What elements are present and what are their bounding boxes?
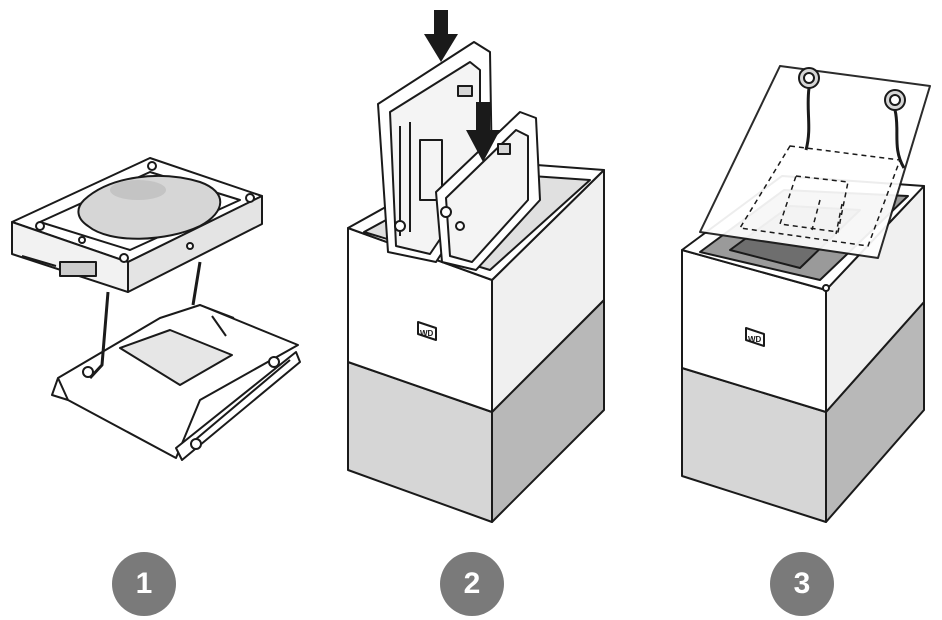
step-3-illustration: WD	[681, 65, 931, 523]
step-number-badge-2: 2	[440, 552, 504, 616]
step-number-badge-1: 1	[112, 552, 176, 616]
step-1-illustration	[11, 157, 301, 461]
thumbscrew-icon	[884, 89, 906, 169]
enclosure-lid	[699, 65, 931, 259]
drive-tray	[51, 261, 301, 461]
arrow-down-icon	[466, 102, 500, 162]
arrow-down-icon	[424, 10, 458, 62]
thumbscrew-icon	[798, 67, 820, 151]
wd-logo-step-3: WD	[748, 335, 762, 344]
step-2-illustration: WD	[347, 10, 605, 523]
step-number-badge-3: 3	[770, 552, 834, 616]
drive-carrier-b	[435, 111, 541, 271]
wd-logo-step-2: WD	[420, 329, 434, 338]
hard-disk-drive	[11, 157, 263, 293]
